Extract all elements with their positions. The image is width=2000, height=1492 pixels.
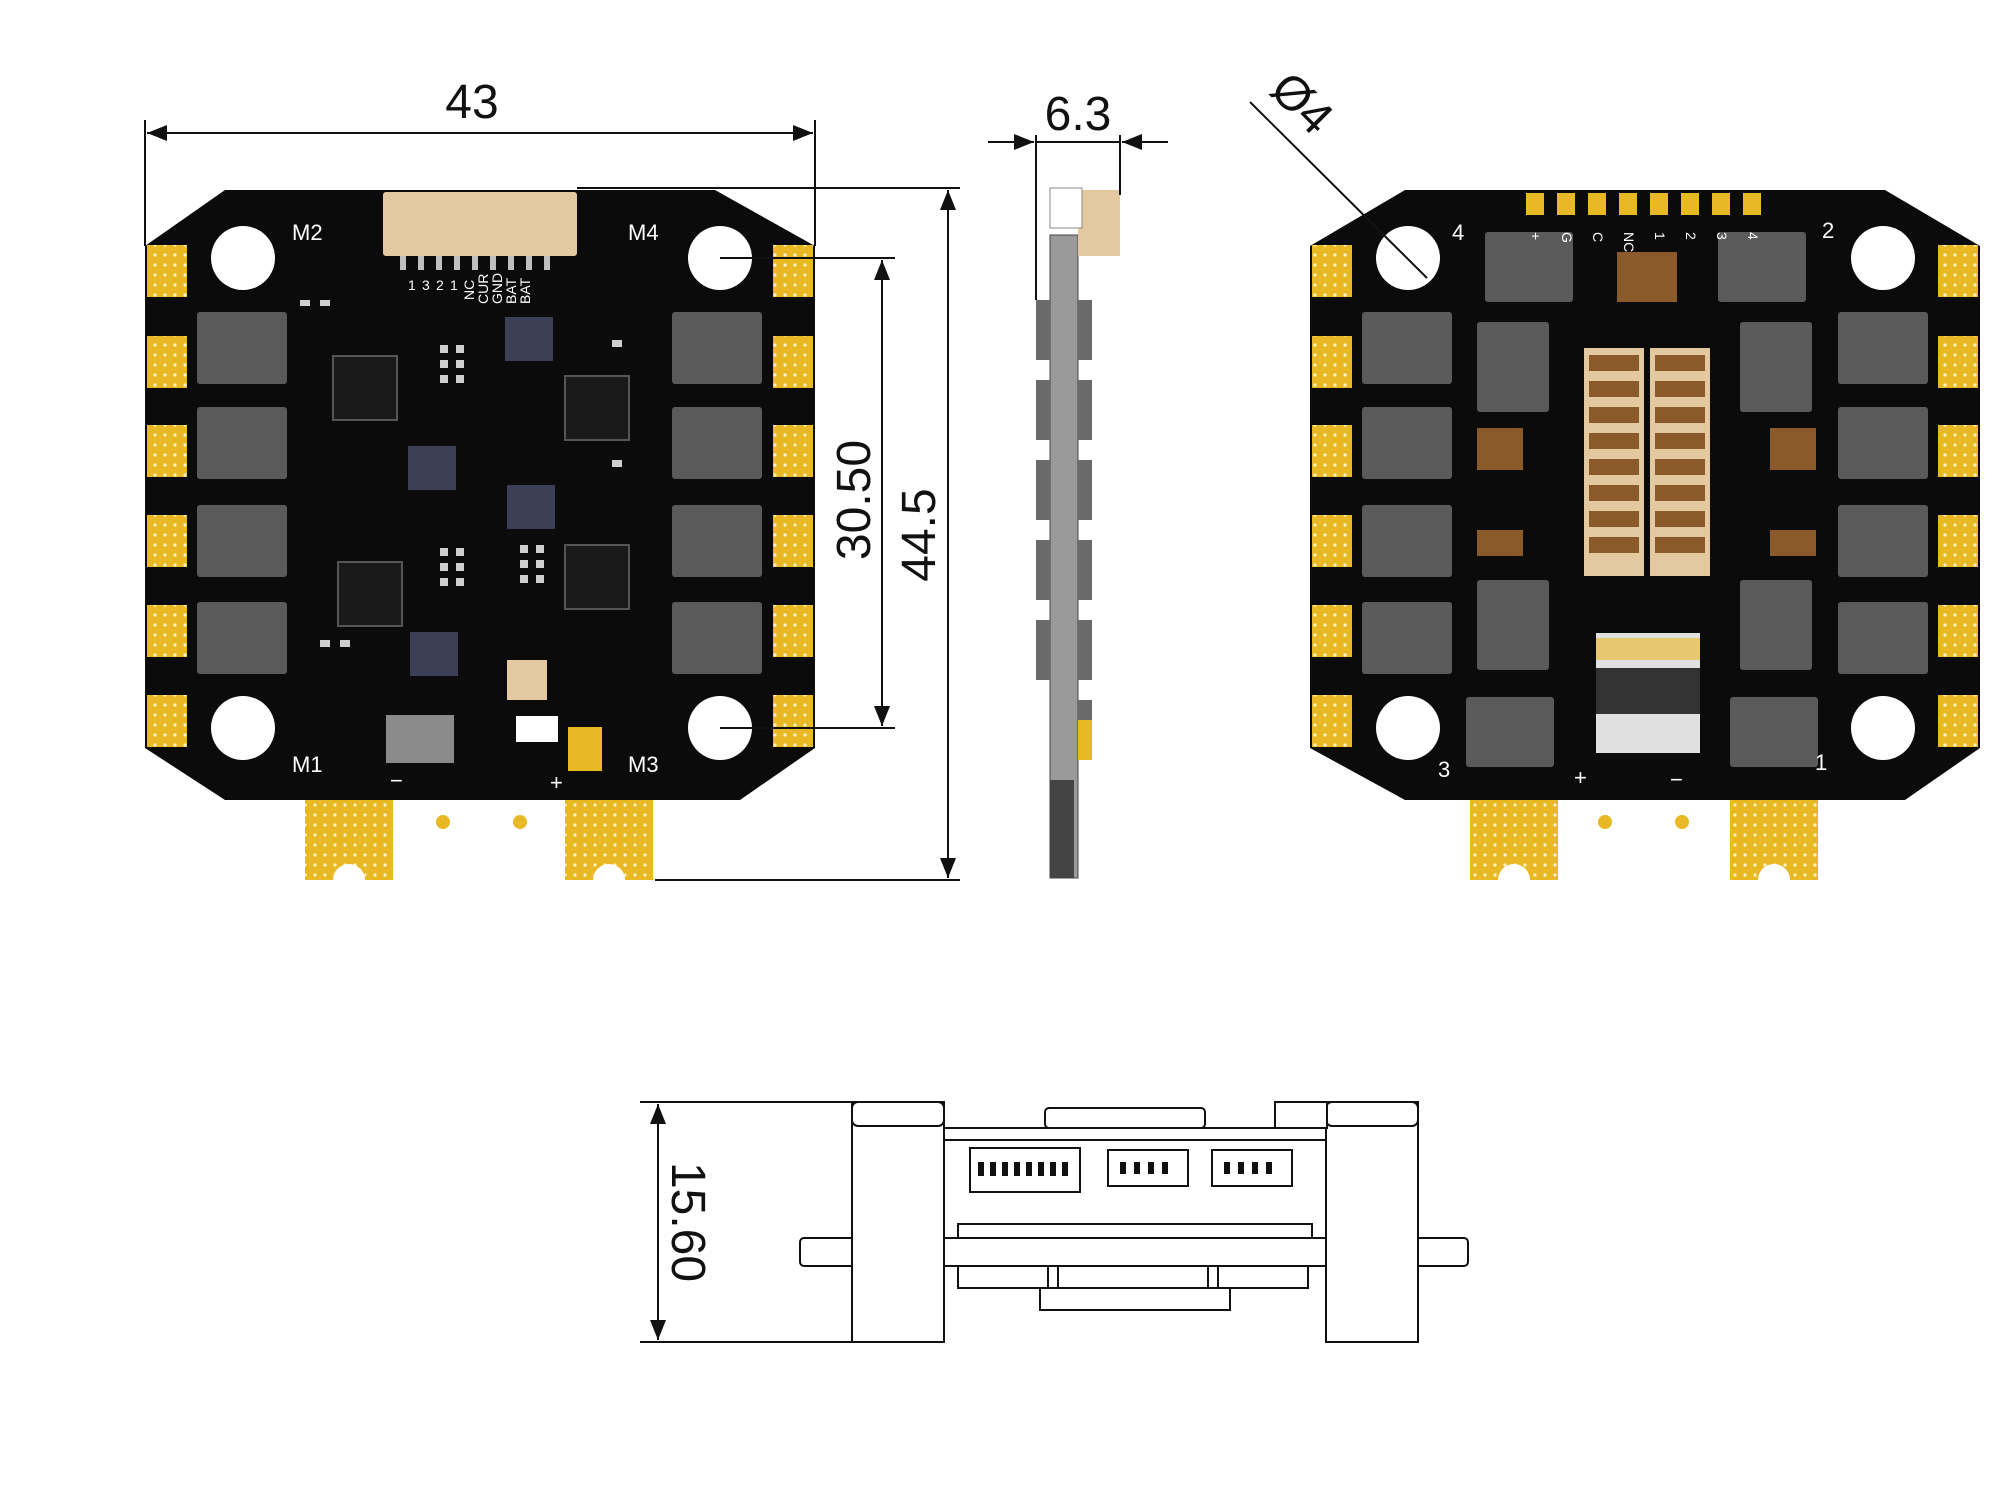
bottom-polarity-plus: + bbox=[1574, 765, 1587, 790]
top-polarity-plus: + bbox=[550, 770, 563, 795]
dimension-height bbox=[577, 187, 960, 881]
top-ics bbox=[332, 317, 630, 771]
bottom-signal-pads bbox=[1526, 193, 1761, 215]
dimension-height-text: 44.5 bbox=[893, 488, 946, 581]
pad-label: 4 bbox=[1745, 232, 1761, 240]
dimension-hole-spacing bbox=[720, 257, 895, 729]
bottom-battery-tabs bbox=[1470, 800, 1818, 896]
bottom-mosfets bbox=[1362, 232, 1928, 767]
bottom-side-pads bbox=[1312, 245, 1978, 747]
dimension-hole-spacing-text: 30.50 bbox=[828, 440, 881, 560]
pin-label: GND bbox=[489, 273, 505, 304]
pin-label: BAT bbox=[503, 277, 519, 304]
stack-bottom-body bbox=[1039, 1287, 1231, 1311]
pin-label: CUR bbox=[475, 274, 491, 304]
connector-pin-labels: 1 3 2 1 NC CUR GND BAT BAT bbox=[408, 273, 533, 304]
stack-right-post bbox=[1325, 1101, 1419, 1343]
side-pcb-dark-base bbox=[1050, 780, 1074, 878]
label-m4: M4 bbox=[628, 220, 659, 245]
dimension-width bbox=[144, 120, 816, 246]
pin-label: BAT bbox=[517, 277, 533, 304]
top-battery-tabs bbox=[305, 800, 653, 896]
stack-top-right-component bbox=[1274, 1101, 1328, 1129]
corner-label-2: 2 bbox=[1822, 218, 1834, 243]
pin-label: 3 bbox=[422, 277, 430, 293]
corner-label-4: 4 bbox=[1452, 220, 1464, 245]
dimension-hole-diameter-text: Ø4 bbox=[1260, 62, 1343, 145]
side-view bbox=[1036, 187, 1120, 879]
top-view-board: M2 M4 M1 M3 − + 1 3 2 1 NC CUR GND BAT B… bbox=[145, 190, 815, 896]
dimension-stack-height bbox=[640, 1101, 852, 1343]
side-gold-tab bbox=[1078, 720, 1092, 760]
pin-label: 2 bbox=[436, 277, 444, 293]
corner-label-3: 3 bbox=[1438, 757, 1450, 782]
stack-left-post bbox=[851, 1101, 945, 1343]
dimension-width-text: 43 bbox=[445, 76, 498, 129]
pad-label: NC bbox=[1621, 232, 1637, 252]
dimension-stack-height-text: 15.60 bbox=[661, 1162, 714, 1282]
bottom-polarity-minus: − bbox=[1670, 767, 1683, 792]
stack-right-post-top bbox=[1325, 1101, 1419, 1127]
pad-label: G bbox=[1559, 232, 1575, 243]
stack-connector-1 bbox=[969, 1147, 1081, 1193]
side-pcb bbox=[1049, 234, 1079, 879]
stack-top-component bbox=[1044, 1107, 1206, 1129]
stack-connector-pins bbox=[978, 1162, 1272, 1176]
stack-lower-board bbox=[957, 1223, 1313, 1239]
pad-label: + bbox=[1528, 232, 1544, 240]
bottom-pad-labels: + G C NC 1 2 3 4 bbox=[1528, 232, 1761, 252]
pad-label: C bbox=[1590, 232, 1606, 242]
pin-label: 1 bbox=[408, 277, 416, 293]
top-side-pads bbox=[147, 245, 813, 747]
pad-label: 3 bbox=[1714, 232, 1730, 240]
pin-label: 1 bbox=[450, 277, 458, 293]
stack-upper-board bbox=[943, 1127, 1327, 1141]
top-mosfets bbox=[197, 312, 762, 674]
label-m2: M2 bbox=[292, 220, 323, 245]
bottom-capacitors bbox=[1477, 252, 1816, 576]
pad-label: 2 bbox=[1683, 232, 1699, 240]
dimension-hole-diameter bbox=[1249, 101, 1428, 279]
side-components bbox=[1036, 300, 1092, 745]
top-mounting-holes bbox=[211, 226, 752, 760]
pad-label: 1 bbox=[1652, 232, 1668, 240]
top-passives bbox=[300, 300, 622, 647]
label-m3: M3 bbox=[628, 752, 659, 777]
dimension-thickness-text: 6.3 bbox=[1045, 88, 1112, 141]
bottom-view-board: + G C NC 1 2 3 4 4 2 3 1 + − bbox=[1310, 190, 1980, 896]
label-m1: M1 bbox=[292, 752, 323, 777]
top-pcb-outline bbox=[145, 190, 815, 800]
dimension-thickness bbox=[988, 134, 1168, 300]
stack-lower-component-right bbox=[1217, 1265, 1309, 1289]
corner-label-1: 1 bbox=[1815, 750, 1827, 775]
connector-pin-stubs bbox=[400, 256, 550, 270]
side-connector bbox=[1078, 190, 1120, 256]
bottom-inductor bbox=[1596, 633, 1700, 753]
top-polarity-minus: − bbox=[390, 768, 403, 793]
stack-lower-component-left bbox=[957, 1265, 1049, 1289]
pin-label: NC bbox=[461, 280, 477, 300]
side-connector-top bbox=[1049, 187, 1083, 229]
stack-left-post-top bbox=[851, 1101, 945, 1127]
front-stack-view bbox=[799, 1101, 1469, 1343]
top-connector bbox=[383, 192, 577, 256]
